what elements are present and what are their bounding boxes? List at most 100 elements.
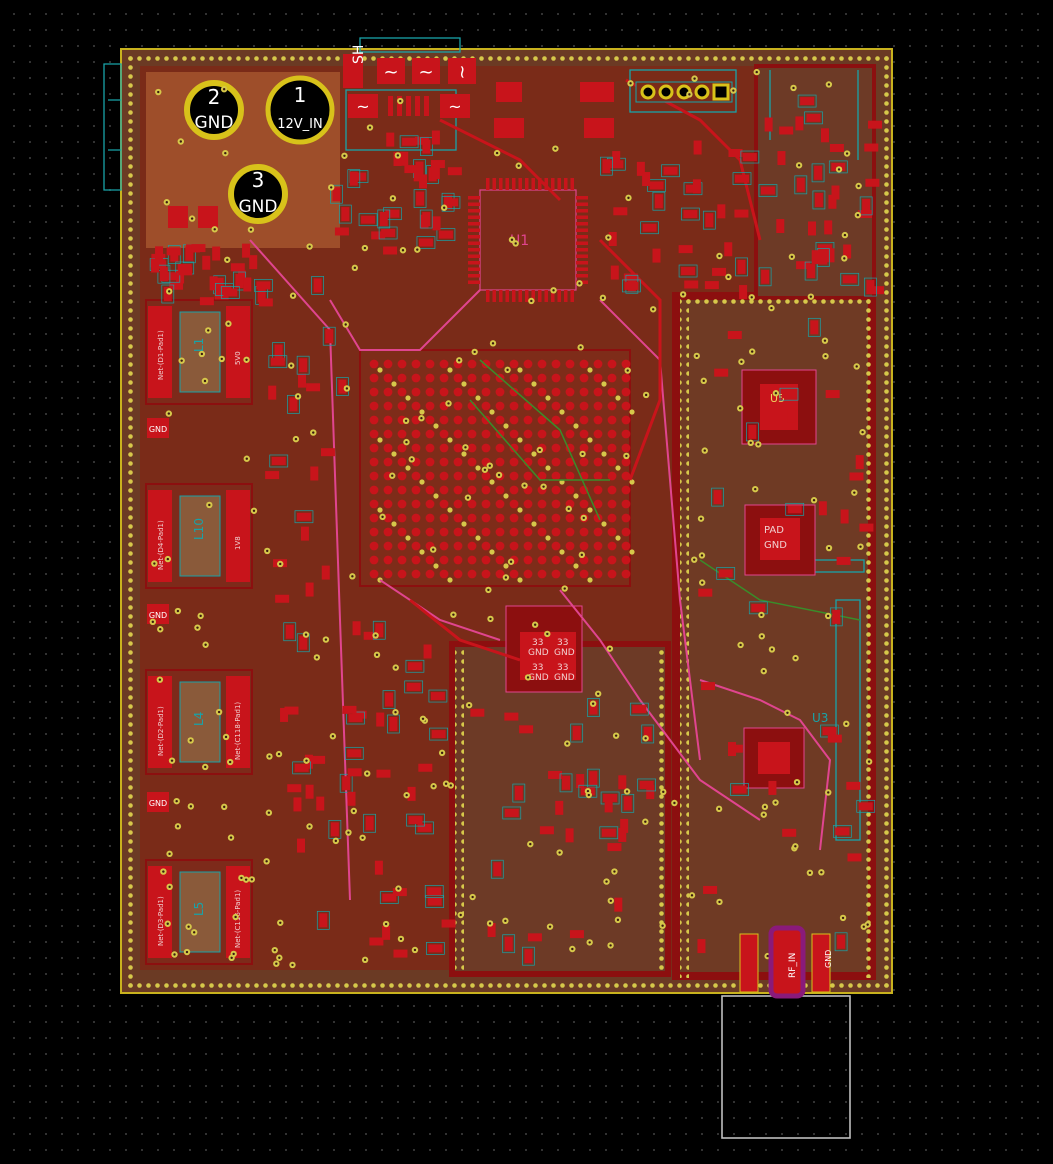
inductor-l10[interactable]: L10 Net-(D4-Pad1) 1V8 [145, 483, 253, 589]
hole2-net: GND [195, 113, 234, 133]
usb-outline [721, 995, 851, 1139]
bga-via [517, 437, 523, 443]
bga-balls [369, 359, 635, 583]
bga-via [433, 423, 439, 429]
smd-components [149, 94, 884, 966]
ic-top-pins [468, 178, 588, 302]
l4-pad2: Net-(C118-Pad1) [234, 702, 242, 760]
qfn3-l3: GND [528, 648, 549, 658]
vias [149, 68, 873, 969]
bga-via [545, 395, 551, 401]
hole1-net: 12V_IN [277, 117, 323, 132]
pin-header[interactable] [635, 81, 733, 103]
bga-via [405, 465, 411, 471]
bga-via [391, 521, 397, 527]
l1-pad2: 5V0 [234, 351, 242, 365]
qfn3-l6: 33 [557, 663, 568, 673]
bga-via [391, 381, 397, 387]
bga-via [503, 423, 509, 429]
bga-via [587, 507, 593, 513]
pin-top-3: ~ [452, 64, 473, 79]
small-pads: GND GND GND [147, 82, 614, 812]
l4-ref: L4 [192, 712, 206, 726]
bga-via [461, 521, 467, 527]
qfn-part-3[interactable]: 33 33 GND GND 33 33 GND GND [505, 605, 583, 693]
pin-top-1: ~ [383, 62, 398, 83]
mounting-hole-2[interactable]: 2 GND [184, 80, 244, 140]
bga-via [531, 381, 537, 387]
hole3-number: 3 [252, 168, 265, 192]
qfn3-l1: 33 [532, 638, 543, 648]
bga-via [405, 395, 411, 401]
bga-via [405, 535, 411, 541]
bga-via [475, 535, 481, 541]
l10-ref: L10 [192, 518, 206, 540]
hole1-number: 1 [294, 83, 307, 107]
qfn-part-4[interactable]: U3 [743, 711, 828, 789]
gnd-pad-label-1: GND [149, 425, 167, 434]
l10-pad2: 1V8 [234, 536, 242, 550]
qfn3-l8: GND [554, 673, 575, 683]
bga-via [517, 367, 523, 373]
qfn3-l5: 33 [532, 663, 543, 673]
mounting-hole-3[interactable]: 3 GND [228, 164, 288, 224]
bga-via [629, 479, 635, 485]
bga-via [601, 381, 607, 387]
l5-pad1: Net-(D3-Pad1) [157, 896, 165, 946]
bga-via [475, 465, 481, 471]
qfn3-l4: GND [554, 648, 575, 658]
bga-region[interactable] [359, 349, 635, 587]
rf-gnd-label: GND [824, 950, 833, 968]
bga-via [503, 563, 509, 569]
bga-via [629, 409, 635, 415]
bga-via [377, 507, 383, 513]
l1-ref: L1 [192, 338, 206, 352]
bga-via [573, 563, 579, 569]
qfn-part-2[interactable]: PAD GND [744, 504, 816, 576]
bga-via [531, 451, 537, 457]
bga-via [545, 535, 551, 541]
bga-via [615, 535, 621, 541]
pin-bottom-1: ~ [356, 97, 369, 116]
bga-via [587, 577, 593, 583]
inductor-l5[interactable]: L5 Net-(D3-Pad1) Net-(C116-Pad1) [145, 859, 253, 965]
bga-via [475, 395, 481, 401]
bga-via [419, 409, 425, 415]
qfn2-pad-label: PAD [764, 525, 784, 536]
bga-via [601, 451, 607, 457]
bga-via [559, 549, 565, 555]
rf-connector[interactable]: RF_IN GND [739, 925, 833, 999]
bga-via [615, 395, 621, 401]
bga-via [377, 437, 383, 443]
pin-bottom-2: ~ [448, 97, 461, 116]
bga-via [489, 549, 495, 555]
bga-via [629, 549, 635, 555]
ic-top[interactable]: U1 [468, 178, 588, 302]
bga-via [559, 409, 565, 415]
bga-via [503, 493, 509, 499]
bga-via [601, 521, 607, 527]
top-connector[interactable]: SH ~ ~ ~ ~ ~ [343, 45, 476, 118]
bga-via [489, 409, 495, 415]
bga-via [461, 381, 467, 387]
bga-via [531, 521, 537, 527]
bga-via [517, 577, 523, 583]
inductor-l4[interactable]: L4 Net-(D2-Pad1) Net-(C118-Pad1) [145, 669, 253, 775]
bga-via [419, 549, 425, 555]
qfn3-l2: 33 [557, 638, 568, 648]
bga-via [489, 479, 495, 485]
bga-via [447, 577, 453, 583]
inductor-l1[interactable]: L1 Net-(D1-Pad1) 5V0 [145, 299, 253, 405]
bga-via [377, 367, 383, 373]
hole2-number: 2 [208, 85, 221, 109]
gnd-pad-label-3: GND [149, 799, 167, 808]
mounting-hole-1[interactable]: 1 12V_IN [265, 75, 335, 145]
bga-via [461, 451, 467, 457]
bga-via [433, 563, 439, 569]
gnd-pad-label-2: GND [149, 611, 167, 620]
bga-via [419, 479, 425, 485]
l4-pad1: Net-(D2-Pad1) [157, 706, 165, 756]
bga-via [517, 507, 523, 513]
l5-ref: L5 [192, 902, 206, 916]
